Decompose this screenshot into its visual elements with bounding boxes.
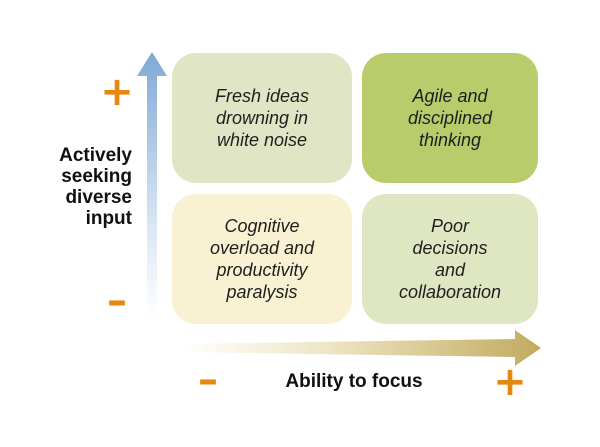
quadrant-top-left: Fresh ideas drowning in white noise [172,53,352,183]
quadrant-text-line: Poor [430,216,469,236]
quadrant-text-line: paralysis [226,282,298,302]
quadrant-text-line: collaboration [398,282,502,302]
quadrant-bottom-right: Poor decisions and collaboration [362,194,538,324]
x-low-sign: – [198,357,218,403]
quadrant-text-line: Cognitive [224,216,300,236]
y-axis-label-line: input [85,208,132,229]
quadrant-top-right: Agile and disciplined thinking [362,53,538,183]
y-axis-arrow [137,52,167,320]
y-axis-label-line: seeking [61,166,132,187]
y-low-sign: – [107,278,127,324]
quadrant-text-line: decisions [412,238,488,258]
quadrant-bottom-left: Cognitive overload and productivity para… [172,194,352,324]
quadrant-text-line: and [434,260,466,280]
quadrant-text-line: drowning in [215,108,309,128]
x-axis-label: Ability to focus [285,371,423,392]
quadrant-text-line: white noise [216,130,308,150]
y-axis-label-line: Actively [59,145,132,166]
quadrant-text-line: disciplined [407,108,493,128]
y-axis-label-line: diverse [65,187,132,208]
quadrant-text-line: productivity [216,260,308,280]
quadrant-text-line: thinking [418,130,482,150]
quadrant-text-line: Agile and [412,86,488,106]
quadrant-text-line: overload and [209,238,315,258]
quadrant-text-line: Fresh ideas [214,86,310,106]
y-high-sign: + [100,69,134,115]
y-axis-label: Actively seeking diverse input [40,145,132,229]
x-axis-arrow [180,330,541,366]
x-high-sign: + [493,359,527,405]
